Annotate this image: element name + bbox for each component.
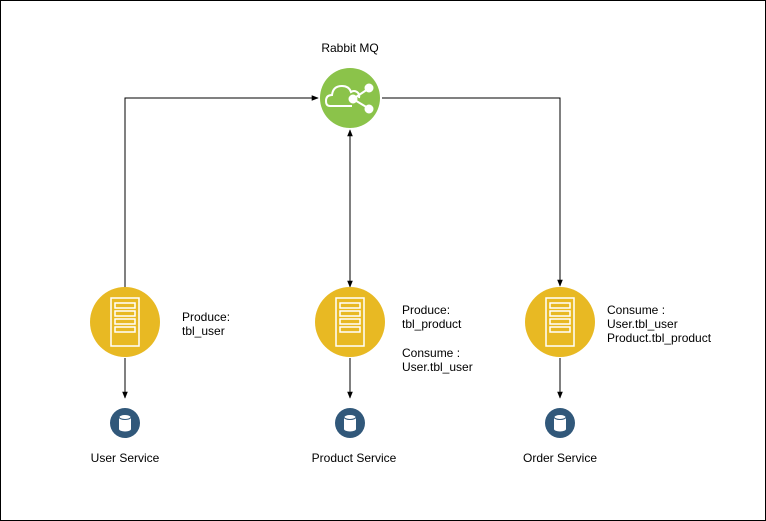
- order-service-notes: Consume : User.tbl_user Product.tbl_prod…: [607, 303, 711, 345]
- rabbitmq-node[interactable]: [320, 68, 380, 128]
- note-line: tbl_user: [182, 324, 225, 338]
- note-line: User.tbl_user: [607, 317, 678, 331]
- note-line: User.tbl_user: [402, 360, 473, 374]
- product-service-server[interactable]: [315, 287, 385, 357]
- user-service-notes: Produce: tbl_user: [182, 310, 230, 338]
- product-service-label: Product Service: [311, 451, 397, 465]
- note-line: [402, 331, 473, 346]
- note-line: tbl_product: [402, 317, 462, 331]
- order-service-database[interactable]: [545, 408, 575, 438]
- user-service-server[interactable]: [90, 287, 160, 357]
- server-icon: [110, 297, 140, 347]
- note-line: Produce:: [402, 303, 451, 317]
- user-service-database[interactable]: [110, 408, 140, 438]
- edge-user-to-rabbitmq: [124, 95, 319, 288]
- order-service-label: Order Service: [522, 451, 598, 465]
- order-service-server[interactable]: [525, 287, 595, 357]
- product-service-database[interactable]: [335, 408, 365, 438]
- database-icon: [118, 414, 132, 432]
- user-service-label: User Service: [90, 451, 160, 465]
- server-icon: [545, 297, 575, 347]
- product-service-notes: Produce: tbl_product Consume : User.tbl_…: [402, 303, 473, 374]
- note-line: Consume :: [402, 346, 461, 360]
- note-line: Consume :: [607, 303, 666, 317]
- connectors: [122, 95, 563, 399]
- server-icon: [335, 297, 365, 347]
- rabbitmq-cloud-icon: [324, 83, 374, 114]
- rabbitmq-label: Rabbit MQ: [321, 41, 379, 55]
- note-line: Product.tbl_product: [607, 331, 712, 345]
- database-icon: [553, 414, 567, 432]
- note-line: Produce:: [182, 310, 231, 324]
- database-icon: [343, 414, 357, 432]
- edge-rabbitmq-to-order: [382, 97, 563, 287]
